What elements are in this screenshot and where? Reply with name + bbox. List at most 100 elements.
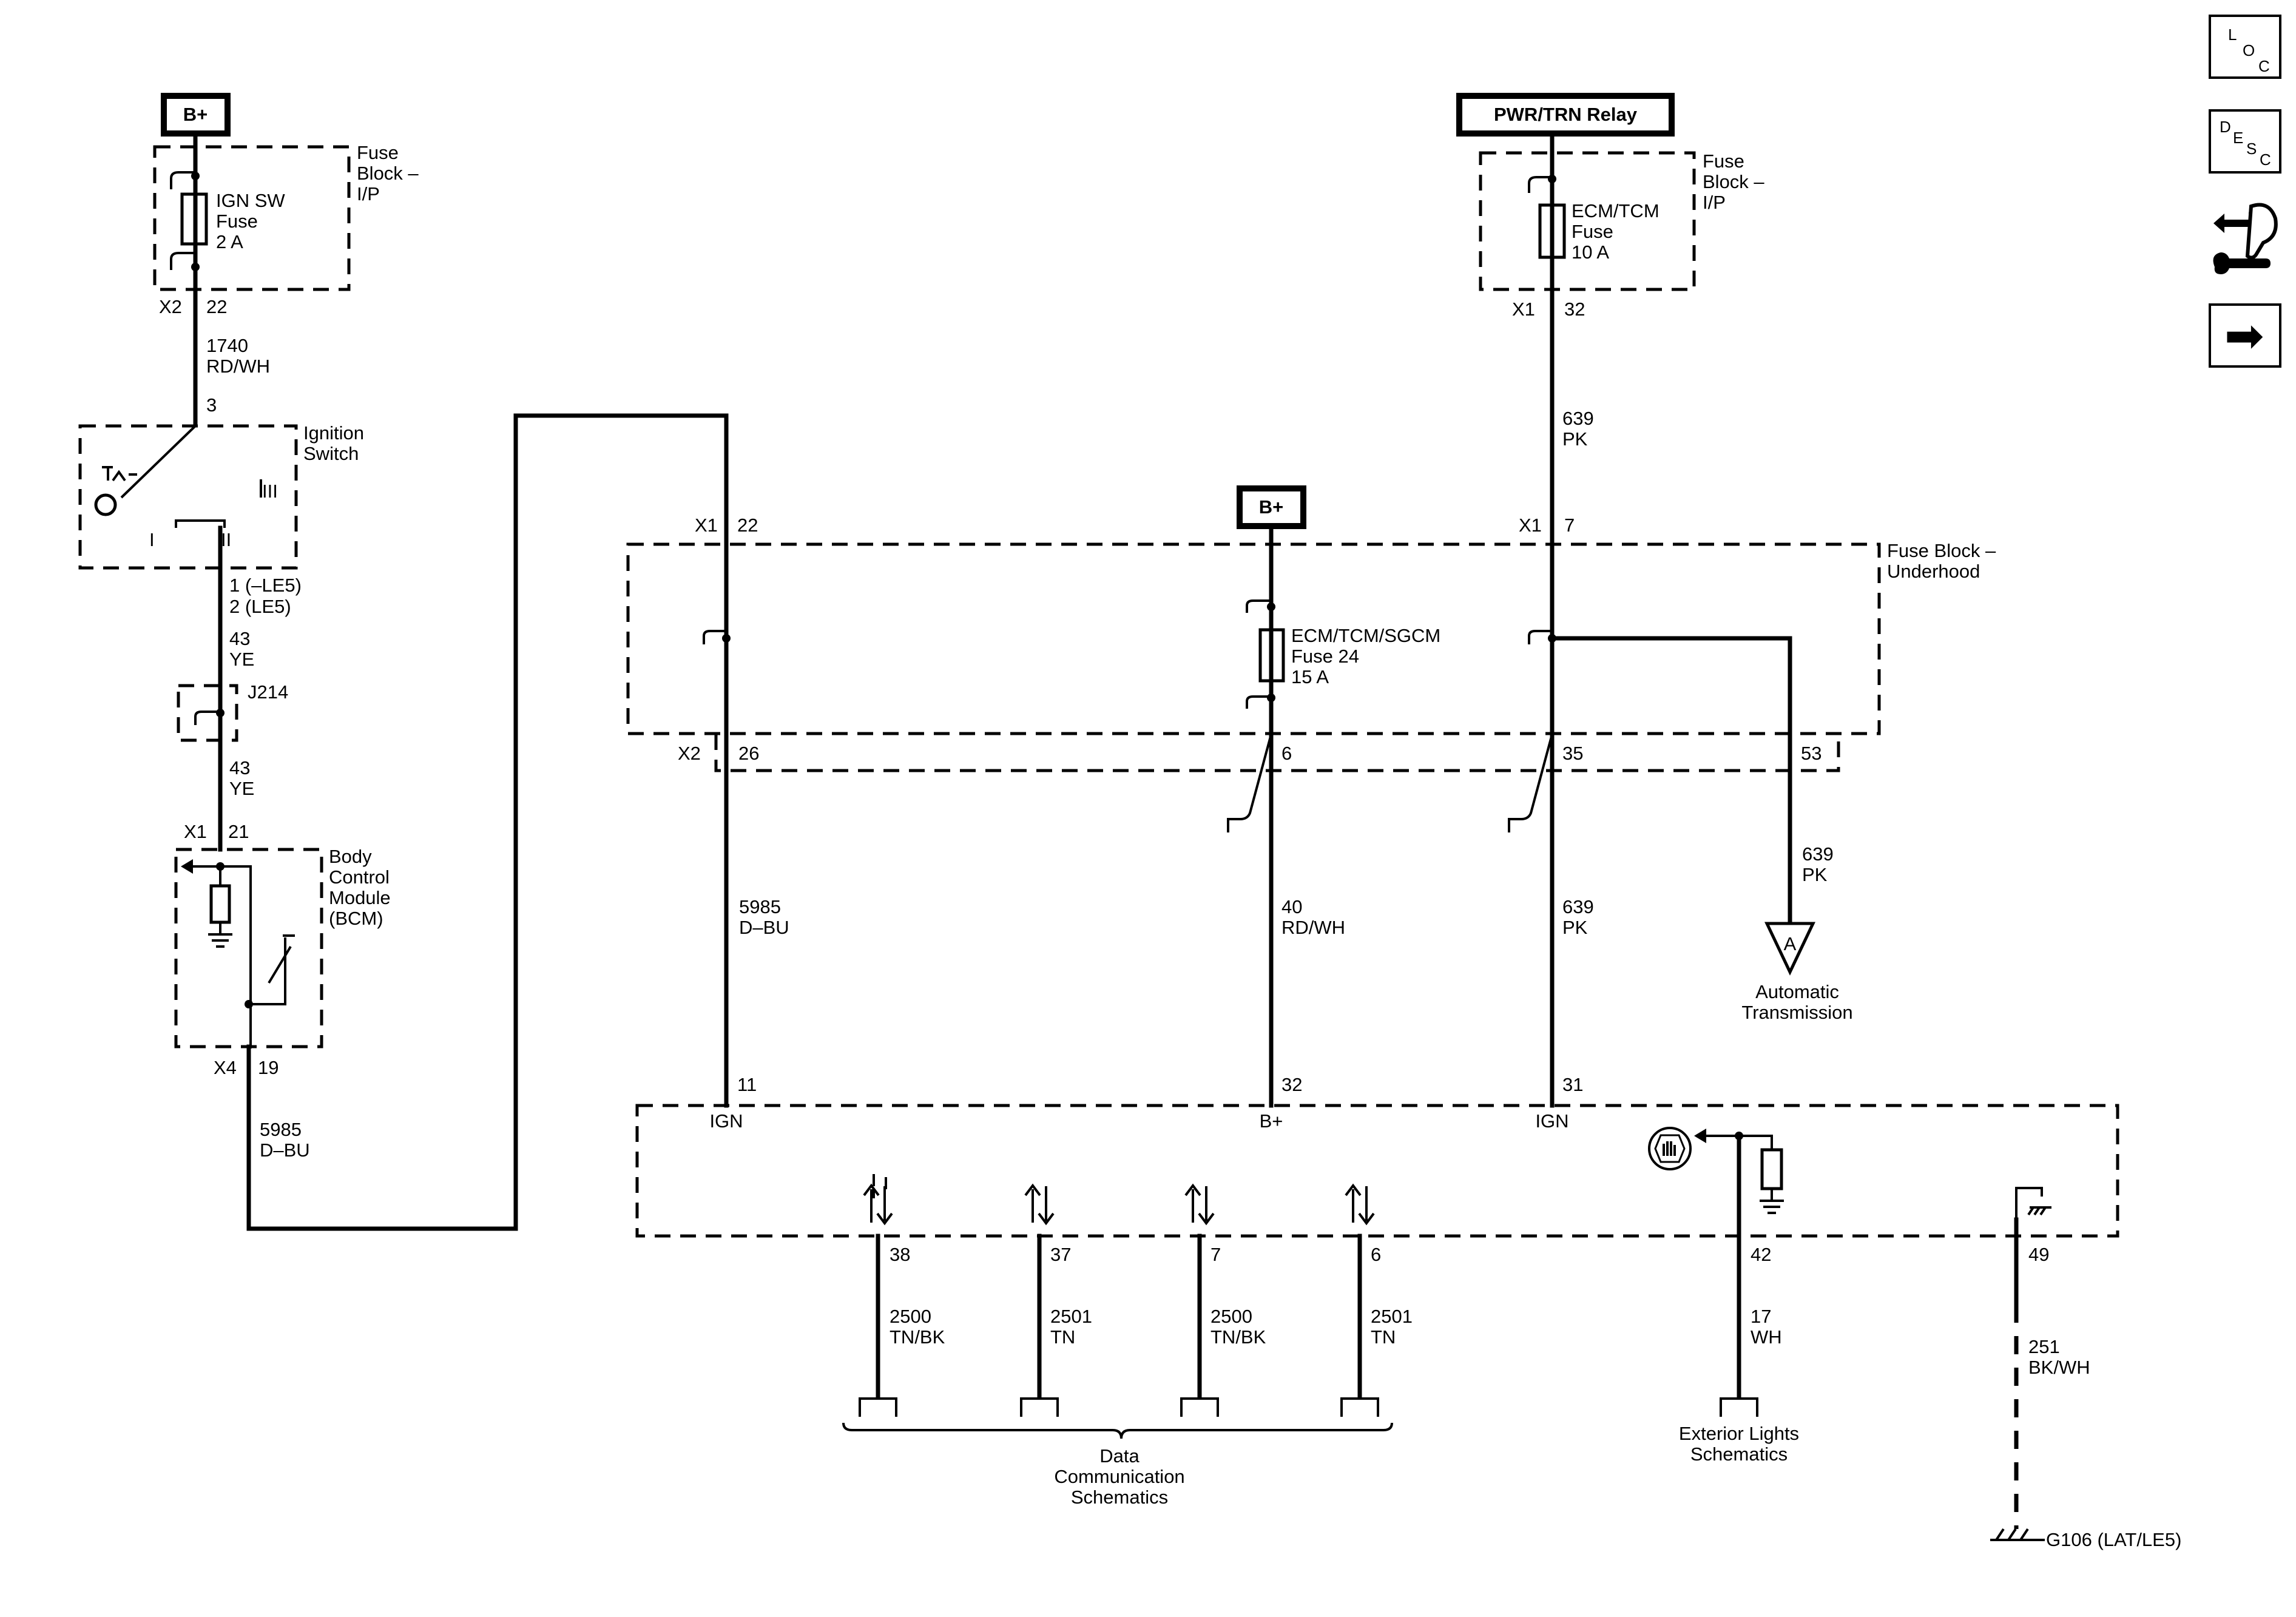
diagram-label: 6: [1371, 1244, 1381, 1265]
arrow-right-icon: ➡: [2224, 309, 2264, 362]
diagram-label: 2 (LE5): [229, 596, 291, 617]
diagram-label: Module: [329, 887, 391, 908]
diagram-label: 38: [890, 1244, 910, 1265]
diagram-label: B+: [183, 104, 208, 125]
diagram-label: PK: [1562, 917, 1588, 938]
diagram-label: 19: [258, 1057, 279, 1078]
diagram-label: 26: [738, 743, 759, 764]
diagram-label: J214: [248, 681, 288, 703]
diagram-label: 43: [229, 628, 250, 649]
diagram-label: Block –: [357, 163, 419, 184]
diagram-label: I/P: [357, 183, 380, 204]
diagram-label: TN/BK: [890, 1326, 945, 1348]
diagram-label: TN: [1050, 1326, 1075, 1348]
diagram-label: 42: [1751, 1244, 1771, 1265]
diagram-label: 6: [1281, 743, 1292, 764]
diagram-label: 3: [206, 394, 217, 416]
diagram-label: Schematics: [1690, 1443, 1788, 1465]
diagram-label: X1: [1519, 515, 1542, 536]
diagram-label: TN: [1371, 1326, 1396, 1348]
diagram-label: III: [262, 481, 278, 502]
diagram-label: IGN: [1535, 1110, 1568, 1132]
next-page-button[interactable]: ➡: [2209, 303, 2281, 368]
diagram-label: D–BU: [260, 1139, 310, 1161]
diagram-label: 43: [229, 757, 250, 778]
diagram-label: X2: [159, 296, 182, 317]
diagram-label: 2501: [1050, 1306, 1092, 1327]
diagram-label: ECM/TCM/SGCM: [1291, 625, 1440, 646]
body-control-module: Body Control Module (BCM) X1 21 X4 19: [174, 821, 391, 1078]
diagram-label: A: [1784, 933, 1797, 954]
diagram-label: Exterior Lights: [1679, 1423, 1799, 1444]
diagram-label: Control: [329, 866, 390, 888]
data-communication-schematics-link[interactable]: Data Communication Schematics: [1054, 1445, 1184, 1508]
diagram-label: BK/WH: [2028, 1357, 2090, 1378]
wrench-arrows-icon: [2213, 203, 2278, 274]
diagram-label: 22: [206, 296, 227, 317]
diagram-label: RD/WH: [206, 356, 270, 377]
diagram-label: 21: [228, 821, 249, 842]
diagram-label: Transmission: [1741, 1002, 1852, 1023]
bplus-source-top: B+: [161, 93, 231, 137]
diagram-label: Automatic: [1755, 981, 1839, 1002]
diagram-label: PK: [1802, 864, 1828, 885]
fuse-block-ip-right: Fuse Block – I/P ECM/TCM Fuse 10 A X1 32: [1479, 150, 1764, 320]
diagram-label: 2500: [1210, 1306, 1252, 1327]
diagram-label: 7: [1210, 1244, 1221, 1265]
diagram-label: Block –: [1703, 171, 1764, 192]
diagram-label: 5985: [260, 1119, 302, 1140]
diagram-label: Fuse 24: [1291, 646, 1359, 667]
diagram-label: Switch: [303, 443, 359, 464]
fuse-block-underhood: Fuse Block – Underhood X1 22 X1 7 ECM/TC…: [626, 515, 1996, 937]
diagram-label: Data: [1099, 1445, 1140, 1467]
engine-control-module: 11 32 31 IGN B+ IGN: [635, 1074, 2119, 1238]
ign-sw-fuse-label: IGN SW: [216, 190, 285, 211]
ground-g106: [2015, 1187, 2051, 1220]
diagram-label: 251: [2028, 1336, 2060, 1357]
pwr-trn-relay-source: PWR/TRN Relay: [1456, 93, 1675, 137]
diagram-label: 32: [1564, 299, 1585, 320]
ignition-switch: Ignition Switch 3 I II III: [78, 394, 364, 570]
diagram-label: TN/BK: [1210, 1326, 1266, 1348]
diagram-label: Fuse: [216, 211, 258, 232]
diagram-label: 1 (–LE5): [229, 575, 302, 596]
diagram-label: 22: [737, 515, 758, 536]
diagram-label: 15 A: [1291, 666, 1329, 687]
automatic-transmission-link[interactable]: A Automatic Transmission: [1741, 922, 1853, 1023]
diagram-label: 53: [1801, 743, 1822, 764]
diagram-label: B+: [1259, 496, 1284, 518]
description-view-button[interactable]: D E S C: [2209, 109, 2281, 174]
diagram-label: 40: [1281, 896, 1302, 917]
diagram-label: 35: [1562, 743, 1583, 764]
diagram-label: 31: [1562, 1074, 1583, 1095]
diagram-label: 5985: [739, 896, 781, 917]
diagram-label: Fuse: [357, 142, 399, 163]
diagram-label: Fuse Block –: [1887, 540, 1996, 561]
diagram-label: YE: [229, 778, 254, 799]
diagram-label: 7: [1564, 515, 1575, 536]
diagram-label: Communication: [1054, 1466, 1184, 1487]
diagram-label: 32: [1281, 1074, 1302, 1095]
diagram-label: X1: [184, 821, 207, 842]
diagram-label: Schematics: [1071, 1487, 1168, 1508]
diagram-label: X2: [678, 743, 701, 764]
exterior-lights-schematics-link[interactable]: Exterior Lights Schematics: [1679, 1423, 1799, 1465]
diagram-label: Body: [329, 846, 372, 867]
diagram-label: II: [221, 529, 231, 550]
diagram-label: WH: [1751, 1326, 1782, 1348]
diagram-label: 10 A: [1572, 241, 1609, 263]
data-comm-arrows: [863, 1183, 1375, 1226]
bplus-source-mid: B+: [1237, 485, 1306, 529]
diagram-label: 2 A: [216, 231, 243, 252]
ground-label: G106 (LAT/LE5): [2046, 1529, 2181, 1550]
diagram-label: X1: [1512, 299, 1535, 320]
connector-repair-icon[interactable]: [2209, 194, 2281, 285]
diagram-label: IGN: [709, 1110, 743, 1132]
exterior-lights-circuit: [1648, 1127, 1784, 1214]
diagram-label: 2500: [890, 1306, 931, 1327]
diagram-label: ECM/TCM: [1572, 200, 1660, 221]
diagram-label: 1740: [206, 335, 248, 356]
diagram-label: YE: [229, 649, 254, 670]
diagram-label: RD/WH: [1281, 917, 1345, 938]
location-view-button[interactable]: L O C: [2209, 15, 2281, 79]
